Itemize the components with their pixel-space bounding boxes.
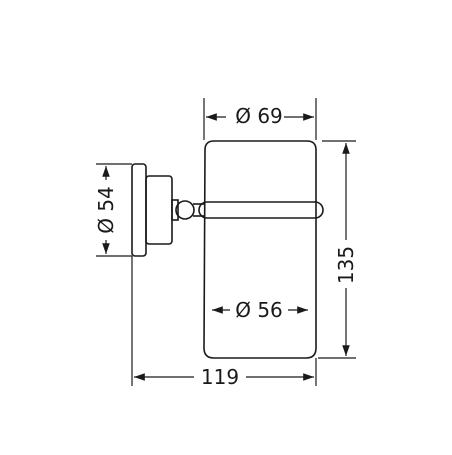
wall-plate [131, 163, 147, 257]
tumbler-body [203, 140, 317, 359]
mount-collar [145, 175, 173, 245]
top-diameter-label: Ø 69 [235, 104, 283, 128]
arm-knob [175, 200, 195, 220]
dimension-base-diameter: Ø 54 [92, 163, 132, 257]
dimension-depth: 119 [131, 256, 317, 389]
wall-mount [131, 163, 205, 257]
dimension-height: 135 [318, 140, 360, 359]
depth-label: 119 [201, 365, 239, 389]
dimension-inner-diameter: Ø 56 [212, 297, 308, 322]
base-diameter-label: Ø 54 [94, 186, 118, 234]
inner-diameter-label: Ø 56 [235, 298, 283, 322]
height-label: 135 [334, 246, 358, 284]
tumbler [198, 140, 324, 359]
mount-arm [171, 199, 179, 221]
holder-ring [198, 201, 324, 219]
dimension-top-diameter: Ø 69 [203, 98, 317, 140]
